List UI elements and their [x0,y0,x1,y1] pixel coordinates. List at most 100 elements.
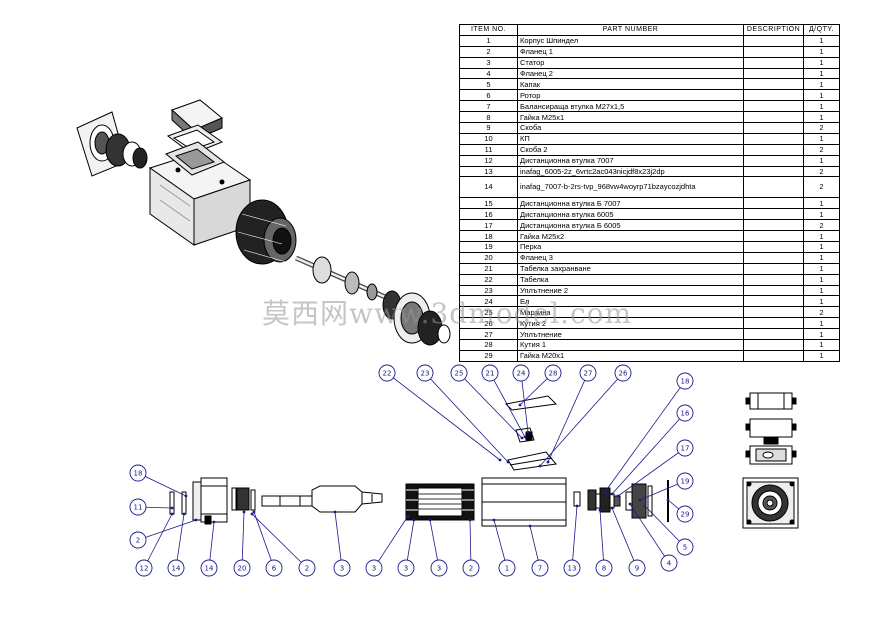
balloon-circle [676,538,694,556]
bom-cell-item: 3 [459,56,518,69]
leader-dot [528,524,532,528]
bom-cell-qty: 1 [803,328,840,341]
leader-line [520,372,529,433]
leader-line [137,472,187,497]
leader-dot [492,518,496,522]
bom-cell-desc [743,176,804,199]
leader-line [137,519,197,541]
bom-cell-part: Кутия 1 [517,339,744,351]
bom-cell-desc [743,78,804,91]
balloon-label: 3 [340,565,344,573]
balloon-label: 13 [568,565,577,573]
iso-front-flange [382,290,451,346]
balloon-circle [233,559,251,577]
bom-cell-desc [743,111,804,124]
bom-cell-qty: 1 [803,89,840,102]
bom-cell-desc [743,317,804,330]
balloon-circle [676,472,694,490]
leader-line [599,509,605,569]
balloon-label: 22 [383,370,392,378]
bom-cell-qty: 1 [803,197,840,210]
bom-header-item: ITEM NO. [459,24,518,36]
bom-cell-item: 18 [459,230,518,243]
leader-line [611,507,638,569]
bom-cell-qty: 2 [803,165,840,178]
balloon-circle [135,559,153,577]
balloon-3: 3 [428,518,448,577]
bom-cell-qty: 2 [803,122,840,134]
leader-dot [520,436,524,440]
bom-cell-item: 16 [459,208,518,221]
balloon-2: 2 [129,518,198,549]
bom-cell-qty: 2 [803,143,840,156]
balloon-label: 5 [683,544,687,552]
leader-line [629,503,670,564]
balloon-label: 14 [205,565,214,573]
bom-cell-qty: 1 [803,45,840,58]
leader-dot [250,512,254,516]
balloon-7: 7 [528,524,549,577]
balloon-circle [579,364,597,382]
leader-line [386,372,501,461]
leader-dot [603,490,607,494]
bom-cell-desc [743,89,804,102]
balloon-circle [416,364,434,382]
leader-dot [212,520,216,524]
bom-cell-qty: 1 [803,241,840,253]
leader-dot [252,510,256,514]
bom-cell-qty: 1 [803,230,840,243]
balloon-circle [481,364,499,382]
balloon-3: 3 [333,510,351,577]
bom-cell-part: Гайка М25х2 [517,230,744,243]
bom-cell-qty: 1 [803,132,840,145]
balloon-21: 21 [481,364,527,439]
balloon-label: 28 [549,370,558,378]
balloon-label: 2 [469,565,473,573]
bom-header-part: PART NUMBER [517,24,744,36]
bom-cell-part: inafag_7007-b-2rs-tvp_968vw4woyrp71bzayc… [517,176,744,199]
bom-cell-item: 12 [459,154,518,167]
leader-dot [242,510,246,514]
balloon-label: 3 [404,565,408,573]
balloon-circle [462,559,480,577]
leader-dot [546,460,550,464]
balloon-16: 16 [610,404,694,496]
part-front-bearings [587,487,621,513]
leader-line [241,511,245,569]
leader-dot [616,494,620,498]
bom-cell-desc [743,34,804,47]
leader-dot [506,460,510,464]
bom-cell-item: 22 [459,273,518,286]
bom-cell-item: 29 [459,349,518,362]
bom-cell-desc [743,165,804,178]
leader-dot [643,504,647,508]
part-junction-box [504,395,558,471]
part-bearing-7007-2 [250,489,256,511]
balloon-label: 25 [455,370,464,378]
balloon-label: 2 [305,565,309,573]
bom-cell-qty: 2 [803,176,840,199]
balloon-label: 21 [486,370,495,378]
bom-cell-desc [743,262,804,275]
bom-cell-qty: 1 [803,262,840,275]
balloon-28: 28 [518,364,562,407]
balloon-22: 22 [378,364,502,462]
balloon-circle [498,559,516,577]
balloon-circle [676,372,694,390]
bom-cell-desc [743,208,804,221]
bom-cell-part: Табелка [517,273,744,286]
balloon-2: 2 [250,512,316,577]
balloon-label: 19 [681,478,690,486]
leader-dot [184,494,188,498]
